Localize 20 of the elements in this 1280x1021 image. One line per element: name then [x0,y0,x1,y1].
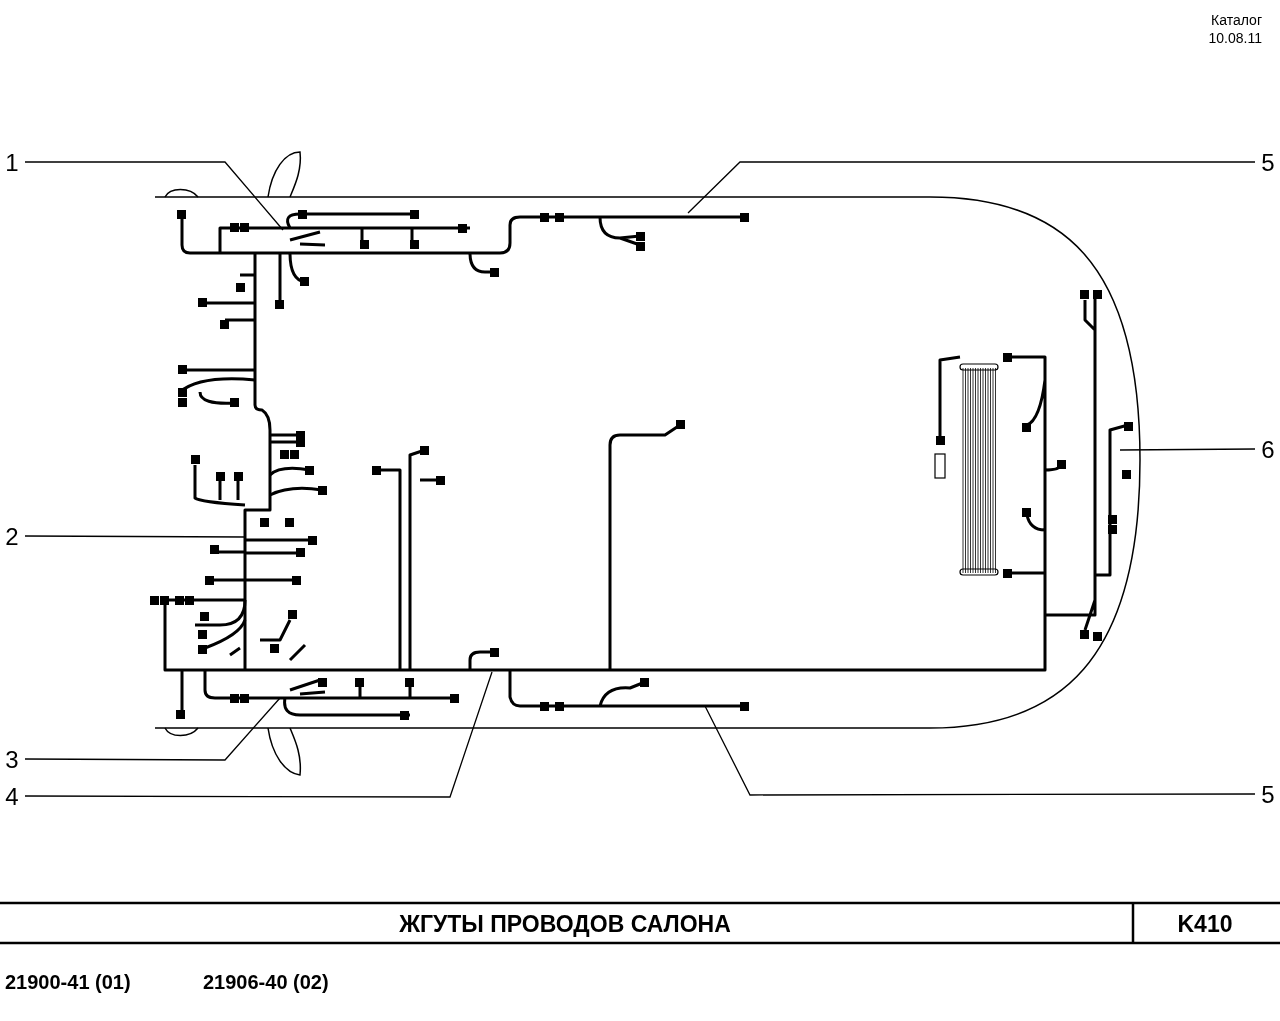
leader-line [1119,448,1256,451]
header-date: 10.08.11 [1208,30,1262,46]
leader-line [24,535,246,538]
callout-number: 6 [1259,437,1277,463]
leader-line [24,697,281,761]
leader-line [24,161,284,231]
part-number: 21900-41 (01) [5,971,131,994]
callout-number: 3 [3,747,21,773]
callout-number: 4 [3,784,21,810]
header-text: Каталог [1211,12,1262,28]
callout-number: 2 [3,524,21,550]
callout-number: 5 [1259,150,1277,176]
sheet-code: K410 [1176,910,1234,938]
sheet-title: ЖГУТЫ ПРОВОДОВ САЛОНА [398,910,732,938]
leader-line [687,161,1256,214]
callout-number: 5 [1259,782,1277,808]
callout-number: 1 [3,150,21,176]
part-number: 21906-40 (02) [203,971,329,994]
leader-line [24,671,493,798]
leader-line [704,705,1256,796]
